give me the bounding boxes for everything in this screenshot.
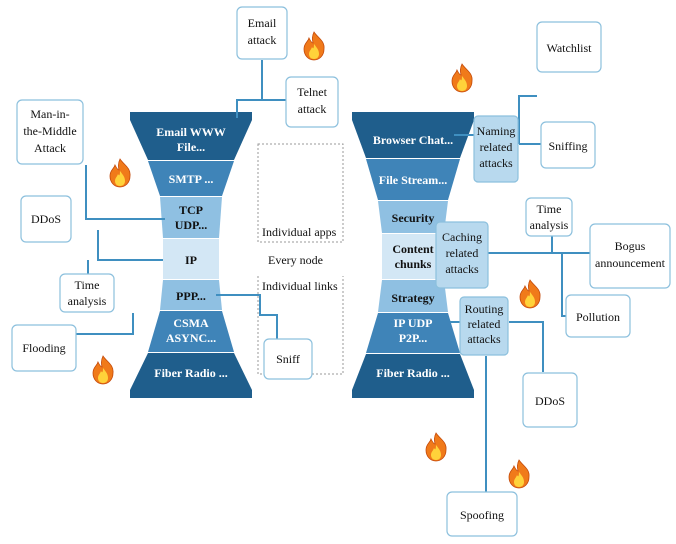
left-layer-ip: IP bbox=[185, 253, 197, 267]
fire-icon bbox=[451, 63, 473, 93]
right-hourglass bbox=[352, 112, 474, 398]
left-layer-smtp: SMTP ... bbox=[169, 172, 214, 186]
left-hourglass bbox=[130, 112, 252, 398]
right-layer-labels: Browser Chat... File Stream... Security … bbox=[373, 133, 453, 380]
ddos-right-box: DDoS bbox=[522, 372, 578, 428]
sniff-box: Sniff bbox=[263, 338, 313, 380]
svg-text:Sniffing: Sniffing bbox=[548, 139, 587, 153]
right-layer-security: Security bbox=[392, 211, 435, 225]
connector-lines bbox=[76, 60, 592, 492]
ddos-left-box: DDoS bbox=[20, 195, 72, 243]
sniffing-box: Sniffing bbox=[540, 121, 596, 169]
fire-icon bbox=[425, 432, 447, 462]
flooding-box: Flooding bbox=[11, 324, 77, 372]
spoofing-box: Spoofing bbox=[446, 491, 518, 537]
watchlist-box: Watchlist bbox=[536, 21, 602, 73]
pollution-box: Pollution bbox=[565, 294, 631, 338]
svg-text:Flooding: Flooding bbox=[22, 341, 65, 355]
svg-text:Watchlist: Watchlist bbox=[546, 41, 592, 55]
label-individual-links: Individual links bbox=[262, 279, 338, 293]
svg-text:Sniff: Sniff bbox=[276, 352, 300, 366]
middle-labels: Individual apps Every node Individual li… bbox=[257, 143, 344, 375]
right-layer-physical: Fiber Radio ... bbox=[376, 366, 449, 380]
svg-text:DDoS: DDoS bbox=[535, 394, 565, 408]
label-every-node: Every node bbox=[268, 253, 323, 267]
fire-icon bbox=[519, 279, 541, 309]
left-layer-link: PPP... bbox=[176, 289, 206, 303]
right-layer-app: Browser Chat... bbox=[373, 133, 453, 147]
right-layer-file: File Stream... bbox=[379, 173, 447, 187]
fire-icon bbox=[508, 459, 530, 489]
left-layer-physical: Fiber Radio ... bbox=[154, 366, 227, 380]
fire-icon bbox=[303, 31, 325, 61]
fire-icon bbox=[109, 158, 131, 188]
label-individual-apps: Individual apps bbox=[262, 225, 337, 239]
right-layer-strategy: Strategy bbox=[391, 291, 434, 305]
svg-text:Spoofing: Spoofing bbox=[460, 508, 504, 522]
fire-icon bbox=[92, 355, 114, 385]
svg-text:DDoS: DDoS bbox=[31, 212, 61, 226]
svg-text:Pollution: Pollution bbox=[576, 310, 620, 324]
